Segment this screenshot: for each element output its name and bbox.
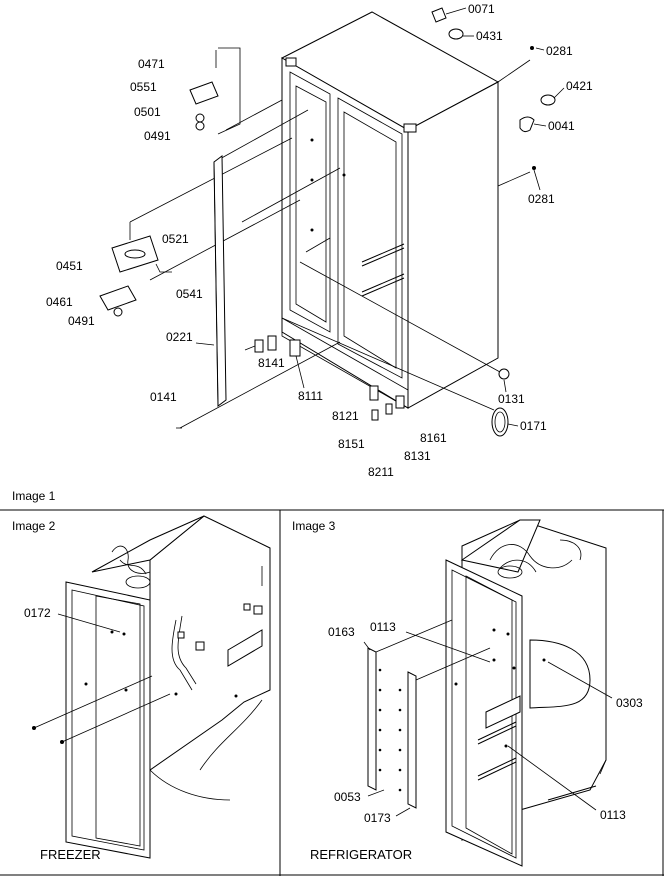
callout-0053: 0053 <box>334 790 361 804</box>
refrigerator-view <box>363 519 613 867</box>
callout-0172: 0172 <box>24 606 51 620</box>
callout-0221: 0221 <box>166 330 193 344</box>
callout-0521: 0521 <box>162 232 189 246</box>
callout-0141: 0141 <box>150 390 177 404</box>
callout-0421: 0421 <box>566 79 593 93</box>
callout-0171: 0171 <box>520 419 547 433</box>
callout-8141: 8141 <box>258 356 285 370</box>
callout-0071: 0071 <box>468 2 495 16</box>
refrigerator-title: REFRIGERATOR <box>310 847 412 862</box>
callout-8151: 8151 <box>338 437 365 451</box>
callout-0281: 0281 <box>546 44 573 58</box>
callout-0461: 0461 <box>46 295 73 309</box>
image1-caption: Image 1 <box>12 489 56 503</box>
callout-0491: 0491 <box>68 314 95 328</box>
callout-8161: 8161 <box>420 431 447 445</box>
callout-0501: 0501 <box>134 105 161 119</box>
cabinet-exploded-view <box>99 7 565 437</box>
freezer-title: FREEZER <box>40 847 101 862</box>
callout-0113: 0113 <box>370 620 396 634</box>
callout-8111: 8111 <box>298 389 323 403</box>
callout-0551: 0551 <box>130 80 157 94</box>
callout-0041: 0041 <box>548 119 575 133</box>
callout-8131: 8131 <box>404 449 431 463</box>
callout-0163: 0163 <box>328 625 355 639</box>
freezer-door-view <box>32 515 271 859</box>
image3-caption: Image 3 <box>292 519 336 533</box>
callout-0281: 0281 <box>528 192 555 206</box>
callout-0131: 0131 <box>498 392 525 406</box>
callout-0113: 0113 <box>600 808 626 822</box>
callout-0541: 0541 <box>176 287 203 301</box>
callout-0451: 0451 <box>56 259 83 273</box>
image2-caption: Image 2 <box>12 519 56 533</box>
callout-0303: 0303 <box>616 696 643 710</box>
callout-0173: 0173 <box>364 811 391 825</box>
image1-callouts: 0071 0431 0281 0421 0041 0281 0471 0551 … <box>46 2 593 479</box>
callout-8121: 8121 <box>332 409 359 423</box>
callout-0491: 0491 <box>144 129 171 143</box>
callout-8211: 8211 <box>368 465 394 479</box>
callout-0471: 0471 <box>138 57 165 71</box>
callout-0431: 0431 <box>476 29 503 43</box>
